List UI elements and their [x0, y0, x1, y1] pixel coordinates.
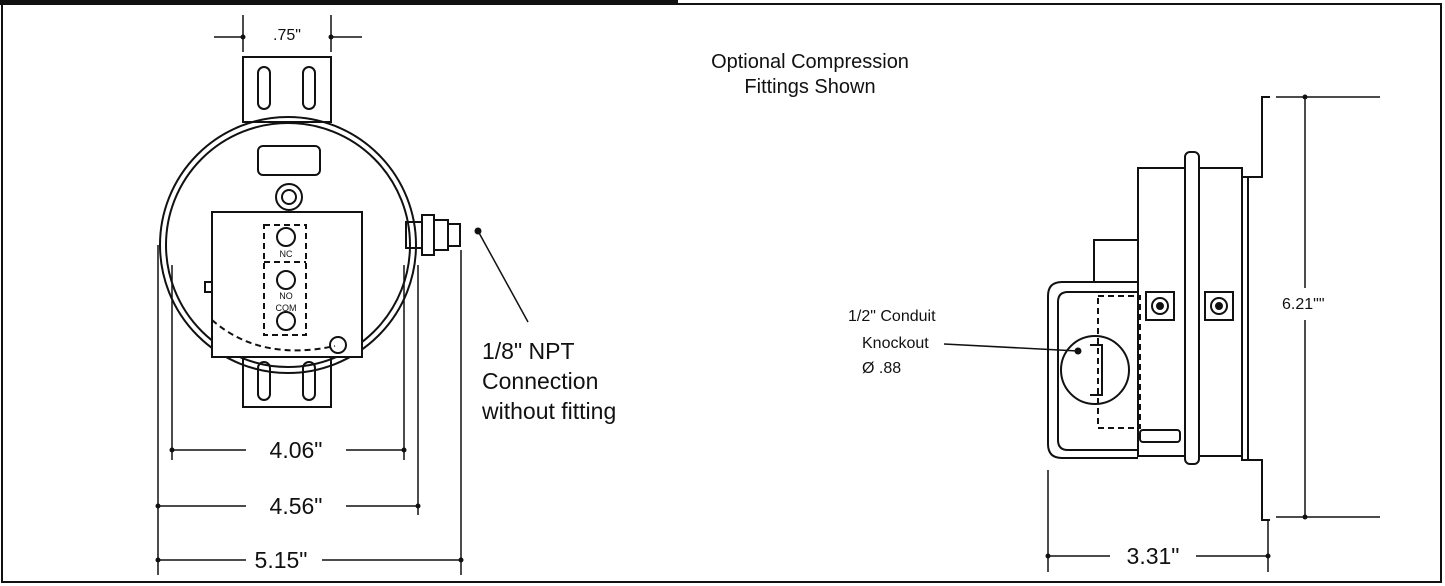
fitting-end	[447, 223, 461, 247]
terminal-screw-no	[276, 270, 296, 290]
knockout-note-line-3: Ø .88	[862, 360, 902, 377]
bottom-screw	[1139, 429, 1181, 443]
side-window	[1093, 239, 1139, 283]
conduit-box	[1047, 281, 1138, 459]
knockout-note-line-2: Knockout	[862, 335, 929, 352]
diaphragm-dashed	[211, 319, 336, 352]
ground-screw	[329, 336, 347, 354]
terminal-screw-com	[276, 311, 296, 331]
bottom-slot-left	[257, 361, 271, 401]
dim-width-406: 4.06"	[269, 437, 323, 463]
dim-width-456: 4.56"	[269, 493, 323, 519]
header-bar	[0, 0, 678, 5]
display-window	[257, 145, 321, 176]
knockout-circle	[1060, 335, 1130, 405]
side-tab	[204, 281, 213, 293]
bottom-slot-right	[302, 361, 316, 401]
side-fitting-2	[1204, 291, 1234, 321]
caption-line-2: Fittings Shown	[744, 76, 876, 98]
dim-top-width: .75"	[273, 27, 301, 44]
caption-line-1: Optional Compression	[711, 51, 909, 73]
adjust-screw-outer	[275, 183, 303, 211]
terminal-label-no: NO	[279, 291, 293, 301]
terminal-label-nc: NC	[280, 249, 293, 259]
adjust-screw-inner	[281, 189, 297, 205]
terminal-screw-nc	[276, 227, 296, 247]
dim-height-621: 6.21""	[1282, 296, 1325, 313]
side-flange	[1184, 151, 1200, 465]
top-slot-right	[302, 66, 316, 110]
knockout-note-line-1: 1/2" Conduit	[848, 308, 936, 325]
side-fitting-1	[1145, 291, 1175, 321]
housing-outer	[159, 116, 417, 374]
dim-width-515: 5.15"	[254, 547, 308, 573]
housing-inner	[165, 122, 411, 368]
npt-note-line-1: 1/8" NPT	[482, 338, 575, 364]
fitting-nut	[421, 214, 435, 256]
terminal-label-com: COM	[276, 303, 297, 313]
drawing-border	[1, 3, 1442, 583]
fitting-sleeve	[433, 219, 449, 251]
dim-depth-331: 3.31"	[1126, 543, 1180, 569]
terminal-dashed-area	[263, 224, 307, 336]
npt-note-line-2: Connection	[482, 368, 599, 394]
top-slot-left	[257, 66, 271, 110]
npt-note-line-3: without fitting	[482, 398, 617, 424]
top-bracket	[242, 56, 332, 123]
mounting-plate	[1241, 96, 1270, 521]
